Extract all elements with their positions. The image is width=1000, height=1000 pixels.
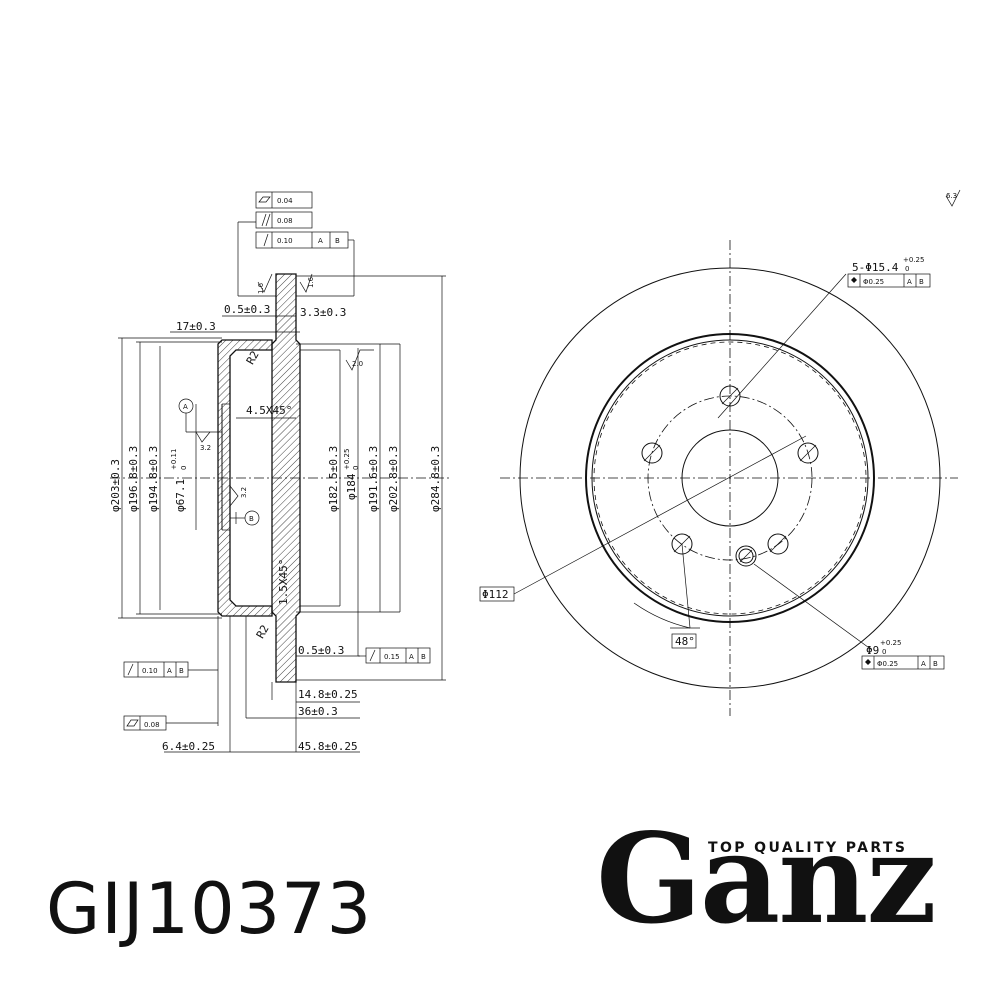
tol-runout-left-frame: 0.10 A B xyxy=(123,661,218,678)
dim-6-4: 6.4±0.25 xyxy=(162,740,215,753)
dim-offset-top: 0.5±0.3 xyxy=(224,303,270,316)
bolt-holes-position: Φ0.25 xyxy=(863,278,884,286)
small-hole-position: Φ0.25 xyxy=(877,660,898,668)
tol-runout-right-a: A xyxy=(409,653,414,661)
front-view: 6.3 5-Φ15.4 +0.25 0 xyxy=(479,189,961,716)
tol-runout-left-b: B xyxy=(179,667,184,675)
roughness-left: 1.6 xyxy=(257,282,265,294)
bolt-holes xyxy=(641,385,819,567)
bolt-holes-b: B xyxy=(919,278,924,286)
roughness-corner: 6.3 xyxy=(946,192,957,200)
dim-chamfer-4-5: 4.5X45° xyxy=(246,404,292,417)
tol-runout-left-a: A xyxy=(167,667,172,675)
bolt-holes-label: 5-Φ15.4 xyxy=(852,261,899,274)
dim-thickness: 3.3±0.3 xyxy=(300,306,346,319)
tol-flatness-left-value: 0.08 xyxy=(144,721,160,729)
small-hole-label: Φ9 xyxy=(866,644,879,657)
dim-dia-191-6: φ191.6±0.3 xyxy=(367,446,380,512)
tol-parallelism-value: 0.08 xyxy=(277,217,293,225)
dim-dia-194-8: φ194.8±0.3 xyxy=(147,446,160,512)
dim-14-8: 14.8±0.25 xyxy=(298,688,358,701)
roughness-hat: 2.0 xyxy=(352,360,363,368)
small-hole-tol0: 0 xyxy=(882,648,886,656)
tolerance-frame-top: 0.04 0.08 0.10 A B xyxy=(237,191,355,297)
bolt-holes-tol0: 0 xyxy=(905,265,909,273)
pcd-label: Φ112 xyxy=(482,588,509,601)
part-number: GIJ10373 xyxy=(46,868,373,950)
dim-dia-184-tol: +0.25 xyxy=(343,449,351,470)
dim-36: 36±0.3 xyxy=(298,705,338,718)
datum-b-label: B xyxy=(249,515,254,523)
tol-datum-a: A xyxy=(318,237,323,245)
tol-flatness-value: 0.04 xyxy=(277,197,293,205)
roughness-3-2b: 3.2 xyxy=(240,487,248,498)
dim-dia-182-5: φ182.5±0.3 xyxy=(327,446,340,512)
tol-runout-value: 0.10 xyxy=(277,237,293,245)
dim-dia-196-8: φ196.8±0.3 xyxy=(127,446,140,512)
small-hole-b: B xyxy=(933,660,938,668)
side-section-view: 0.04 0.08 0.10 A B 1.6 1.6 0.5±0.3 3.3±0… xyxy=(109,191,450,753)
tol-runout-right-value: 0.15 xyxy=(384,653,400,661)
hat-section xyxy=(217,339,273,617)
dim-dia-284-8: φ284.8±0.3 xyxy=(429,446,442,512)
tol-runout-right-b: B xyxy=(421,653,426,661)
datum-a-label: A xyxy=(183,403,188,411)
dim-45-8: 45.8±0.25 xyxy=(298,740,358,753)
tol-datum-b: B xyxy=(335,237,340,245)
dim-dia-67-1-tol: +0.11 xyxy=(170,449,178,470)
dim-offset-bottom: 0.5±0.3 xyxy=(298,644,344,657)
tol-flatness-left-frame: 0.08 xyxy=(123,715,218,731)
small-hole-tol: +0.25 xyxy=(880,639,901,647)
dim-width-17: 17±0.3 xyxy=(176,320,216,333)
dim-dia-203: φ203±0.3 xyxy=(109,459,122,512)
dim-dia-67-1: φ67.1 xyxy=(174,479,187,512)
brand-tagline: TOP QUALITY PARTS xyxy=(708,840,908,856)
brand-logo-name: Ganz xyxy=(596,807,937,952)
radius-bottom: R2 xyxy=(254,623,272,641)
angle-label: 48° xyxy=(675,635,695,648)
roughness-right: 1.6 xyxy=(307,276,315,288)
radius-top: R2 xyxy=(244,349,262,367)
dim-dia-184-tol0: 0 xyxy=(352,466,360,470)
bolt-holes-tol: +0.25 xyxy=(903,256,924,264)
dim-chamfer-1-5: 1.5X45° xyxy=(277,559,290,605)
tol-runout-right-frame: 0.15 A B xyxy=(357,608,431,664)
dim-dia-202-8: φ202.8±0.3 xyxy=(387,446,400,512)
bolt-holes-a: A xyxy=(907,278,912,286)
roughness-3-2a: 3.2 xyxy=(200,444,211,452)
tol-runout-left-value: 0.10 xyxy=(142,667,158,675)
small-hole-a: A xyxy=(921,660,926,668)
dim-dia-67-1-tol0: 0 xyxy=(180,466,188,470)
dim-dia-184: φ184 xyxy=(345,473,358,500)
